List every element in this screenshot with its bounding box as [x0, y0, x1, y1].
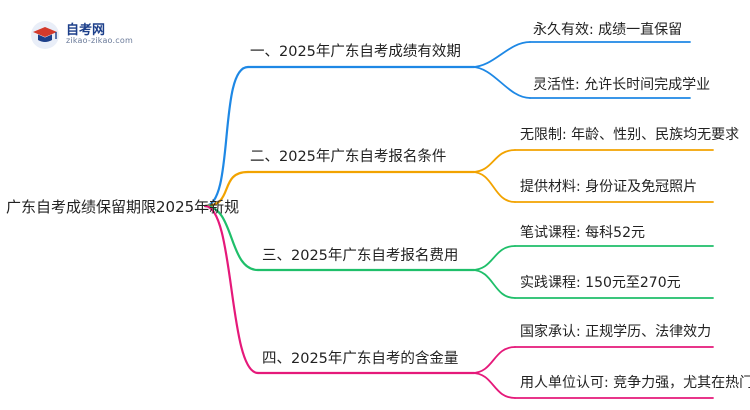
leaf-connector-4-1	[471, 346, 516, 374]
leaf-no-restrictions[interactable]: 无限制: 年龄、性别、民族均无要求	[520, 127, 740, 143]
logo-subtitle: zikao-zikao.com	[66, 36, 133, 45]
leaf-flexibility[interactable]: 灵活性: 允许长时间完成学业	[533, 77, 711, 93]
leaf-required-materials[interactable]: 提供材料: 身份证及免冠照片	[520, 179, 698, 195]
leaf-written-exam-fee[interactable]: 笔试课程: 每科52元	[520, 225, 645, 241]
logo-title: 自考网	[66, 23, 106, 38]
leaf-national-recognition[interactable]: 国家承认: 正规学历、法律效力	[520, 324, 712, 340]
leaf-connector-1-2	[471, 66, 531, 99]
branch-connector-3	[203, 204, 260, 272]
branch-connector-2	[203, 170, 250, 208]
leaf-connector-3-1	[471, 245, 516, 271]
branch-credential-value[interactable]: 四、2025年广东自考的含金量	[262, 351, 459, 367]
leaf-employer-recognition[interactable]: 用人单位认可: 竞争力强，尤其在热门领域	[520, 375, 750, 391]
site-logo[interactable]: 自考网 zikao-zikao.com	[30, 18, 150, 52]
leaf-connector-2-1	[471, 149, 516, 173]
leaf-connector-3-2	[471, 269, 516, 299]
branch-connector-1	[203, 65, 250, 208]
leaf-permanent-validity[interactable]: 永久有效: 成绩一直保留	[533, 22, 683, 38]
leaf-connector-2-2	[471, 171, 516, 203]
root-topic[interactable]: 广东自考成绩保留期限2025年新规	[6, 198, 240, 216]
leaf-connector-1-1	[471, 41, 531, 68]
graduation-cap-icon	[31, 21, 59, 49]
branch-registration-conditions[interactable]: 二、2025年广东自考报名条件	[250, 149, 447, 165]
branch-connector-4	[203, 204, 260, 375]
leaf-connector-4-2	[471, 372, 516, 399]
leaf-practical-exam-fee[interactable]: 实践课程: 150元至270元	[520, 275, 681, 291]
branch-registration-fees[interactable]: 三、2025年广东自考报名费用	[262, 248, 459, 264]
branch-validity[interactable]: 一、2025年广东自考成绩有效期	[250, 44, 461, 60]
